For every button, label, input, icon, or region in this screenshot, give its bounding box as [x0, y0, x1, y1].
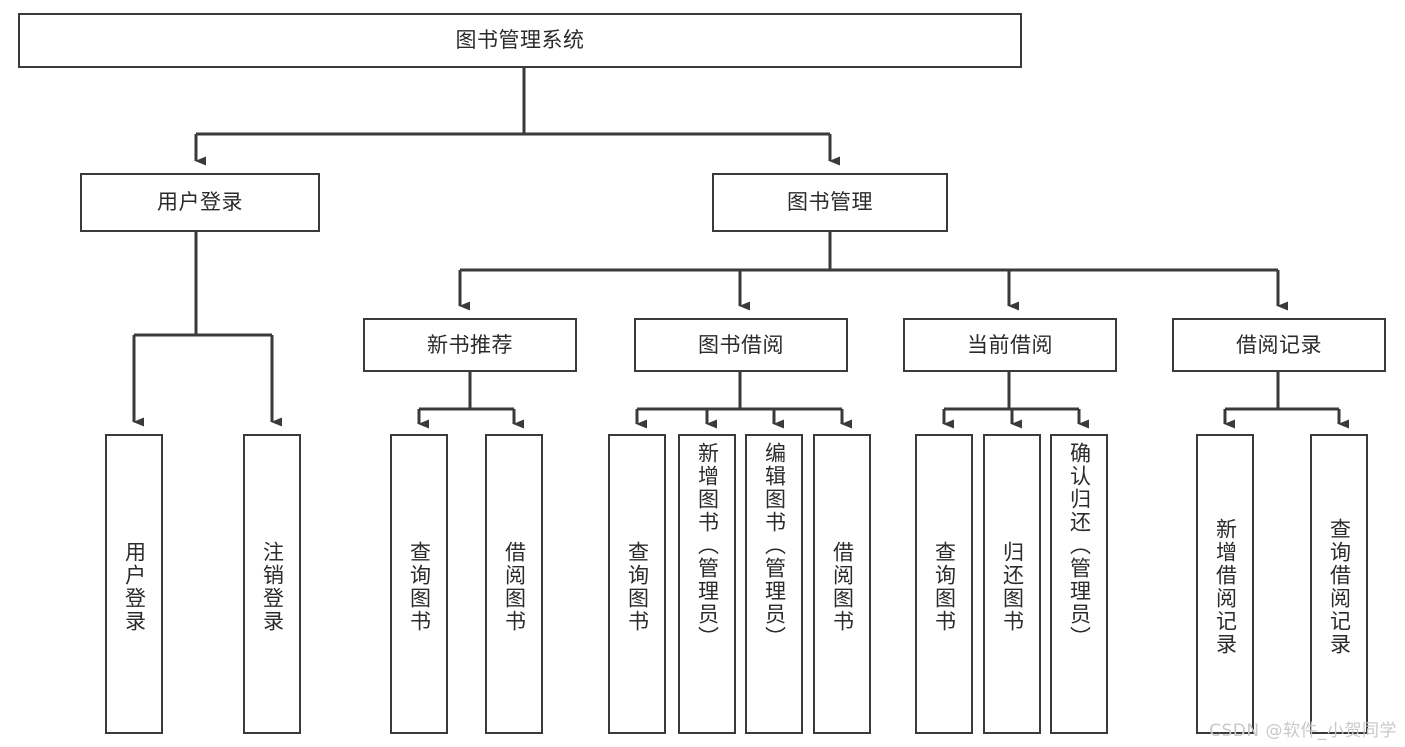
node-leaf-borrow-book-recommend-label: 借阅图书	[502, 541, 527, 633]
node-borrow-record-label: 借阅记录	[1236, 332, 1322, 357]
node-leaf-query-borrow-record[interactable]: 查询借阅记录	[1310, 434, 1368, 734]
node-leaf-query-book-borrow[interactable]: 查询图书	[608, 434, 666, 734]
node-leaf-borrow-book-recommend[interactable]: 借阅图书	[485, 434, 543, 734]
node-user-login-label: 用户登录	[157, 190, 243, 215]
node-leaf-return-book-label: 归还图书	[1000, 541, 1025, 633]
node-leaf-add-borrow-record-label: 新增借阅记录	[1213, 518, 1238, 656]
node-borrow-record[interactable]: 借阅记录	[1172, 318, 1386, 372]
node-book-management[interactable]: 图书管理	[712, 173, 948, 232]
node-new-book-recommend[interactable]: 新书推荐	[363, 318, 577, 372]
node-book-borrow[interactable]: 图书借阅	[634, 318, 848, 372]
node-leaf-add-borrow-record[interactable]: 新增借阅记录	[1196, 434, 1254, 734]
node-current-borrow[interactable]: 当前借阅	[903, 318, 1117, 372]
node-book-management-label: 图书管理	[787, 190, 873, 215]
node-leaf-return-book[interactable]: 归还图书	[983, 434, 1041, 734]
node-leaf-borrow-book[interactable]: 借阅图书	[813, 434, 871, 734]
node-root[interactable]: 图书管理系统	[18, 13, 1022, 68]
node-leaf-confirm-return-admin[interactable]: 确认归还（管理员）	[1050, 434, 1108, 734]
node-leaf-add-book-admin-label: 新增图书（管理员）	[695, 442, 720, 649]
node-leaf-user-logout-label: 注销登录	[260, 541, 285, 633]
node-leaf-edit-book-admin[interactable]: 编辑图书（管理员）	[745, 434, 803, 734]
node-book-borrow-label: 图书借阅	[698, 332, 784, 357]
node-leaf-query-book-recommend-label: 查询图书	[407, 541, 432, 633]
node-leaf-query-book-current[interactable]: 查询图书	[915, 434, 973, 734]
node-leaf-query-book-current-label: 查询图书	[932, 541, 957, 633]
node-leaf-user-login[interactable]: 用户登录	[105, 434, 163, 734]
watermark-text: CSDN @软件_小贺同学	[1209, 721, 1397, 741]
node-leaf-borrow-book-label: 借阅图书	[830, 541, 855, 633]
node-leaf-user-logout[interactable]: 注销登录	[243, 434, 301, 734]
node-leaf-add-book-admin[interactable]: 新增图书（管理员）	[678, 434, 736, 734]
node-user-login[interactable]: 用户登录	[80, 173, 320, 232]
node-leaf-edit-book-admin-label: 编辑图书（管理员）	[762, 442, 787, 649]
node-new-book-recommend-label: 新书推荐	[427, 332, 513, 357]
node-leaf-user-login-label: 用户登录	[122, 541, 147, 633]
node-leaf-query-borrow-record-label: 查询借阅记录	[1327, 518, 1352, 656]
node-leaf-query-book-borrow-label: 查询图书	[625, 541, 650, 633]
node-root-label: 图书管理系统	[455, 28, 585, 53]
node-current-borrow-label: 当前借阅	[967, 332, 1053, 357]
node-leaf-query-book-recommend[interactable]: 查询图书	[390, 434, 448, 734]
node-leaf-confirm-return-admin-label: 确认归还（管理员）	[1067, 442, 1092, 649]
